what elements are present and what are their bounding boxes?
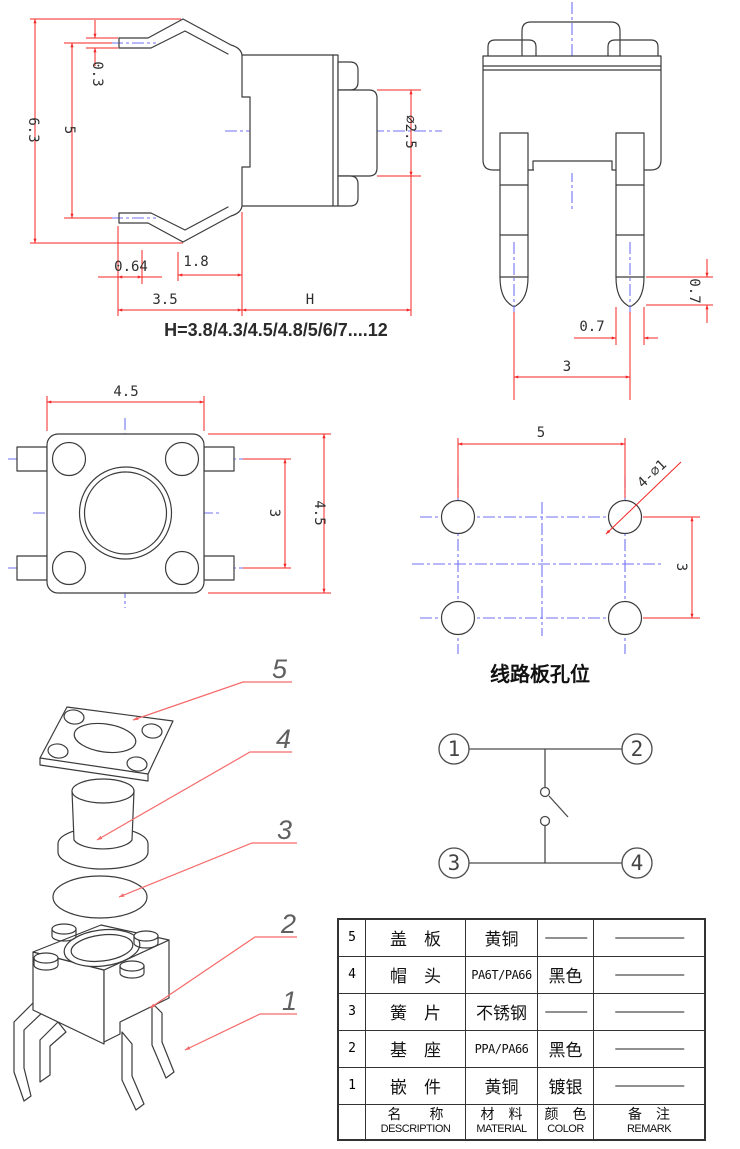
top-view: 4.5 4.5 3 bbox=[8, 384, 331, 608]
part-remark: ————— bbox=[593, 1066, 706, 1105]
part-name: 嵌 件 bbox=[365, 1066, 466, 1105]
part-remark: ————— bbox=[593, 992, 706, 1031]
header-description: 名 称 DESCRIPTION bbox=[365, 1103, 466, 1141]
header-remark-cn: 备 注 bbox=[628, 1107, 670, 1123]
circuit-schematic: 1 2 3 4 bbox=[438, 733, 653, 879]
part-color: 黑色 bbox=[537, 955, 594, 994]
pcb-hole-layout: 5 3 4-⌀1 线路板孔位 bbox=[412, 425, 700, 686]
terminal-2: 2 bbox=[631, 737, 644, 761]
part-color: 镀银 bbox=[537, 1066, 594, 1105]
header-material-cn: 材 料 bbox=[480, 1107, 523, 1123]
hole-callout: 4-⌀1 bbox=[634, 457, 670, 492]
header-remark-en: REMARK bbox=[626, 1122, 672, 1135]
dim-pin-tip-len: 0.64 bbox=[114, 259, 148, 275]
dim-body-height: H bbox=[306, 292, 314, 308]
part-callouts: 5 4 3 2 1 bbox=[96, 654, 297, 1051]
header-color: 颜 色 COLOR bbox=[537, 1103, 594, 1141]
part-name: 簧 片 bbox=[365, 992, 466, 1031]
part-color: 黑色 bbox=[537, 1029, 594, 1068]
side-view-dimensions bbox=[30, 18, 421, 316]
part-color: ——— bbox=[537, 918, 594, 957]
part-material: 黄铜 bbox=[465, 1066, 538, 1105]
dim-height: 4.5 bbox=[311, 500, 327, 525]
front-view-body bbox=[482, 21, 662, 308]
top-view-dimensions bbox=[46, 396, 331, 594]
part-number-5: 5 bbox=[272, 654, 288, 684]
dim-total-height: 6.3 bbox=[25, 117, 41, 142]
part-material: 黄铜 bbox=[465, 918, 538, 957]
dim-pin-pitch: 3 bbox=[563, 359, 571, 375]
part-no: 5 bbox=[337, 918, 366, 957]
part-remark: ————— bbox=[593, 955, 706, 994]
dim-stem-dia: ⌀2.5 bbox=[402, 115, 418, 149]
dim-pin-width: 0.7 bbox=[579, 319, 604, 335]
front-view: 0.7 0.7 3 bbox=[482, 2, 713, 400]
side-view: 6.3 5 0.3 0.64 1.8 3.5 H ⌀2.5 H=3.8/4.3/… bbox=[25, 18, 442, 340]
part-name: 帽 头 bbox=[365, 955, 466, 994]
header-color-en: COLOR bbox=[547, 1122, 584, 1135]
side-view-pins bbox=[118, 18, 243, 243]
part-base-and-legs bbox=[13, 923, 175, 1111]
part-no: 1 bbox=[337, 1066, 366, 1105]
part-remark: ————— bbox=[593, 1029, 706, 1068]
part-cap bbox=[57, 778, 149, 870]
dim-width: 4.5 bbox=[113, 384, 138, 400]
part-number-2: 2 bbox=[280, 909, 296, 939]
part-name: 基 座 bbox=[365, 1029, 466, 1068]
terminal-1: 1 bbox=[448, 737, 461, 761]
header-description-en: DESCRIPTION bbox=[380, 1122, 451, 1135]
part-color: ——— bbox=[537, 992, 594, 1031]
table-header-row: 名 称 DESCRIPTION 材 料 MATERIAL 颜 色 COLOR 备… bbox=[337, 1103, 706, 1141]
parts-table: 5 盖 板 黄铜 ——— ————— 4 帽 头 PA6T/PA66 黑色 ——… bbox=[337, 918, 706, 1141]
dim-pin-offset: 0.3 bbox=[89, 61, 105, 86]
terminal-4: 4 bbox=[631, 851, 644, 875]
dim-hole-pitch-x: 5 bbox=[537, 425, 545, 441]
header-material: 材 料 MATERIAL bbox=[465, 1103, 538, 1141]
height-options-note: H=3.8/4.3/4.5/4.8/5/6/7....12 bbox=[164, 320, 388, 340]
part-remark: ————— bbox=[593, 918, 706, 957]
dim-hole-pitch-y: 3 bbox=[673, 563, 689, 571]
part-material: PA6T/PA66 bbox=[465, 955, 538, 994]
part-name: 盖 板 bbox=[365, 918, 466, 957]
table-row: 1 嵌 件 黄铜 镀银 ————— bbox=[337, 1066, 706, 1105]
part-no: 2 bbox=[337, 1029, 366, 1068]
part-number-3: 3 bbox=[277, 815, 292, 845]
header-material-en: MATERIAL bbox=[476, 1122, 527, 1135]
terminal-3: 3 bbox=[448, 851, 461, 875]
header-remark: 备 注 REMARK bbox=[593, 1103, 706, 1141]
header-description-cn: 名 称 bbox=[387, 1107, 444, 1123]
part-cover-plate bbox=[39, 706, 174, 782]
table-row: 2 基 座 PPA/PA66 黑色 ————— bbox=[337, 1029, 706, 1068]
header-color-cn: 颜 色 bbox=[544, 1107, 587, 1123]
part-material: 不锈钢 bbox=[465, 992, 538, 1031]
dim-pin-to-body: 3.5 bbox=[152, 292, 177, 308]
top-view-body bbox=[16, 433, 235, 594]
dim-pin-span: 5 bbox=[61, 126, 77, 134]
table-row: 5 盖 板 黄铜 ——— ————— bbox=[337, 918, 706, 957]
exploded-view: 5 4 3 2 1 bbox=[13, 654, 297, 1111]
dim-tab-span: 3 bbox=[266, 509, 282, 517]
side-view-body bbox=[241, 54, 378, 207]
part-number-4: 4 bbox=[276, 724, 291, 754]
pcb-caption: 线路板孔位 bbox=[490, 662, 590, 686]
dim-body-inset: 1.8 bbox=[183, 254, 208, 270]
front-view-dimensions bbox=[513, 259, 713, 400]
part-spring-disc bbox=[52, 875, 148, 919]
part-number-1: 1 bbox=[282, 986, 297, 1016]
part-no: 4 bbox=[337, 955, 366, 994]
table-row: 4 帽 头 PA6T/PA66 黑色 ————— bbox=[337, 955, 706, 994]
table-row: 3 簧 片 不锈钢 ——— ————— bbox=[337, 992, 706, 1031]
part-material: PPA/PA66 bbox=[465, 1029, 538, 1068]
header-no-blank bbox=[337, 1103, 366, 1141]
dim-pin-tip-height: 0.7 bbox=[686, 278, 702, 303]
pcb-dimensions bbox=[457, 438, 700, 619]
part-no: 3 bbox=[337, 992, 366, 1031]
pcb-holes bbox=[440, 499, 643, 636]
